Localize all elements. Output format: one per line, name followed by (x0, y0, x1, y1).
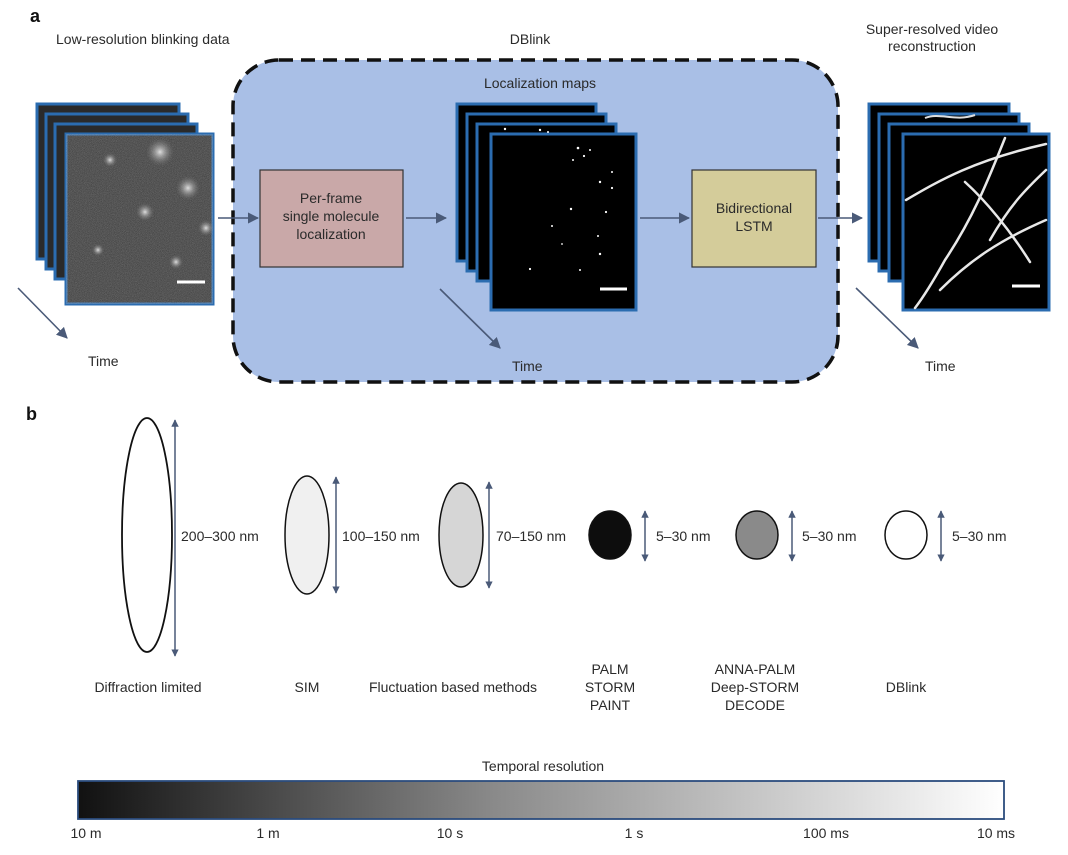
panel-b-letter: b (26, 404, 37, 424)
method-name-line: STORM (585, 679, 635, 695)
method-sim: 100–150 nm SIM (284, 475, 420, 695)
method-name-line: Fluctuation based methods (369, 679, 537, 695)
resolution-label: 5–30 nm (656, 528, 710, 544)
psf-ellipse (284, 475, 330, 595)
lstm-box-line-1: Bidirectional (716, 200, 792, 216)
time-label-maps: Time (512, 358, 543, 374)
psf-ellipse (121, 417, 173, 653)
method-name-line: ANNA-PALM (715, 661, 796, 677)
panel-a-letter: a (30, 6, 41, 26)
dblink-title: DBlink (510, 31, 551, 47)
time-arrow-input (17, 287, 68, 339)
resolution-label: 200–300 nm (181, 528, 259, 544)
method-name-line: Diffraction limited (94, 679, 201, 695)
time-arrow-output (855, 287, 919, 349)
temporal-tick-label: 10 m (70, 825, 101, 841)
time-label-output: Time (925, 358, 956, 374)
method-name-line: SIM (295, 679, 320, 695)
method-name-line: DECODE (725, 697, 785, 713)
temporal-tick-label: 1 m (256, 825, 279, 841)
localization-box-line-2: single molecule (283, 208, 380, 224)
localization-maps-title: Localization maps (484, 75, 596, 91)
resolution-label: 70–150 nm (496, 528, 566, 544)
temporal-tick-label: 1 s (625, 825, 644, 841)
temporal-tick-label: 100 ms (803, 825, 849, 841)
localization-box-line-1: Per-frame (300, 190, 362, 206)
method-anna-palm-deep-storm-decode: 5–30 nm ANNA-PALM Deep-STORM DECODE (711, 510, 856, 713)
method-name-line: Deep-STORM (711, 679, 799, 695)
lstm-box-line-2: LSTM (735, 218, 772, 234)
output-frame-stack (867, 102, 1051, 312)
resolution-label: 5–30 nm (952, 528, 1006, 544)
resolution-label: 100–150 nm (342, 528, 420, 544)
input-frame-stack (35, 102, 215, 306)
method-palm-storm-paint: 5–30 nm PALM STORM PAINT (585, 510, 710, 713)
output-title-line-2: reconstruction (888, 38, 976, 54)
psf-ellipse (884, 510, 928, 560)
lstm-box: Bidirectional LSTM (691, 169, 817, 268)
psf-ellipse (438, 482, 484, 588)
temporal-resolution-bar (77, 780, 1005, 820)
output-title-line-1: Super-resolved video (866, 21, 999, 37)
localization-box-line-3: localization (296, 226, 365, 242)
localization-box: Per-frame single molecule localization (259, 169, 404, 268)
method-dblink: 5–30 nm DBlink (884, 510, 1006, 695)
psf-ellipse (735, 510, 779, 560)
resolution-label: 5–30 nm (802, 528, 856, 544)
method-diffraction-limited: 200–300 nm Diffraction limited (94, 417, 259, 695)
time-label-input: Time (88, 353, 119, 369)
method-name-line: DBlink (886, 679, 927, 695)
temporal-resolution-title: Temporal resolution (482, 758, 604, 774)
temporal-tick-label: 10 s (437, 825, 463, 841)
temporal-tick-label: 10 ms (977, 825, 1015, 841)
method-name-line: PAINT (590, 697, 631, 713)
localization-map-stack (455, 102, 638, 312)
input-title: Low-resolution blinking data (56, 31, 230, 47)
method-name-line: PALM (591, 661, 628, 677)
time-arrow-maps (439, 288, 501, 349)
psf-ellipse (588, 510, 632, 560)
method-fluctuation-based: 70–150 nm Fluctuation based methods (369, 481, 566, 695)
